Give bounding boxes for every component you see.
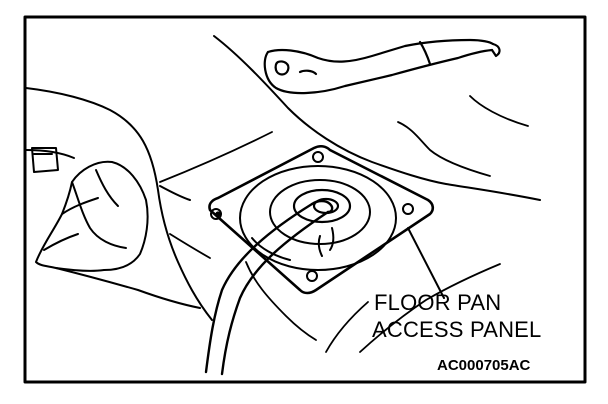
figure-frame — [23, 15, 587, 384]
seat-belt-buckle — [263, 38, 501, 95]
seat-edge-contour — [213, 35, 541, 201]
callout-label-line2: ACCESS PANEL — [372, 317, 542, 342]
carpet-fold — [35, 160, 201, 309]
screwdriver-tool — [204, 199, 334, 376]
fuel-pump-cover-dome — [239, 165, 397, 271]
seat-frame-left — [25, 87, 213, 321]
seat-edge-crease — [469, 95, 529, 127]
access-panel-plate — [208, 144, 435, 295]
callout-label-line1: FLOOR PAN — [374, 290, 502, 315]
panel-bolt-holes — [210, 151, 414, 282]
seat-edge-contour-lower — [397, 121, 491, 177]
figure-code-label: AC000705AC — [437, 357, 531, 374]
floor-contour-lines — [159, 131, 501, 353]
callout-leader-line — [407, 227, 445, 299]
